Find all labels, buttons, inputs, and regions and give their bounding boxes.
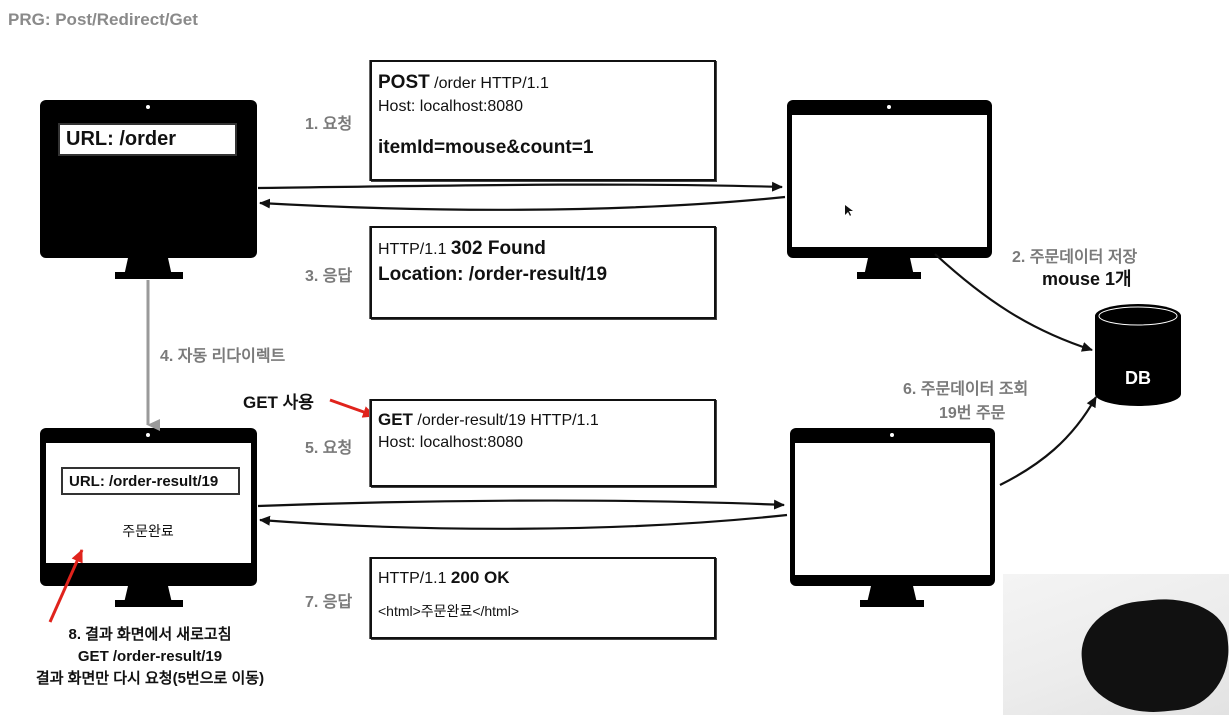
get-request-box: GET /order-result/19 HTTP/1.1 Host: loca… — [370, 399, 716, 487]
post-host: Host: localhost:8080 — [378, 97, 523, 115]
get-request-line: /order-result/19 HTTP/1.1 — [412, 412, 599, 429]
server-monitor-bottom — [790, 428, 995, 607]
redirect-location: Location: /order-result/19 — [378, 263, 608, 285]
request-arrow-top — [257, 181, 783, 192]
step-6-detail: 19번 주문 — [939, 405, 1006, 422]
refresh-note-line2: GET /order-result/19 — [77, 648, 223, 665]
cursor-icon — [845, 205, 853, 216]
database-cylinder — [1095, 304, 1181, 406]
order-complete-text: 주문완료 — [122, 523, 174, 539]
db-label: DB — [1125, 368, 1151, 388]
redirect-status-prefix: HTTP/1.1 — [378, 241, 451, 258]
refresh-note-line1: 8. 결과 화면에서 새로고침 — [68, 626, 232, 643]
refresh-note: 8. 결과 화면에서 새로고침 GET /order-result/19 결과 … — [0, 624, 300, 690]
post-method: POST — [378, 72, 430, 93]
page-title: PRG: Post/Redirect/Get — [8, 10, 198, 29]
url-bar-order-result[interactable]: URL: /order-result/19 — [61, 467, 240, 495]
ok-status-prefix: HTTP/1.1 — [378, 570, 451, 587]
response-arrow-top — [259, 195, 786, 211]
response-arrow-bottom — [259, 513, 788, 530]
lookup-arrow — [999, 396, 1097, 486]
post-request-box: POST /order HTTP/1.1 Host: localhost:808… — [370, 60, 716, 181]
step-2-label: 2. 주문데이터 저장 — [1012, 249, 1138, 266]
post-body: itemId=mouse&count=1 — [378, 137, 594, 159]
refresh-arrow — [48, 549, 84, 623]
step-4-label: 4. 자동 리다이렉트 — [160, 348, 286, 365]
ok-response-box: HTTP/1.1 200 OK <html>주문완료</html> — [370, 557, 716, 639]
client-monitor-bottom — [40, 428, 257, 607]
get-used-note: GET 사용 — [243, 393, 314, 412]
refresh-note-line3: 결과 화면만 다시 요청(5번으로 이동) — [35, 670, 265, 687]
step-7-label: 7. 응답 — [305, 594, 353, 611]
request-arrow-bottom — [257, 499, 785, 510]
url-bar-order[interactable]: URL: /order — [58, 123, 237, 156]
get-used-arrow — [329, 398, 376, 418]
step-5-label: 5. 요청 — [305, 440, 353, 457]
redirect-response-box: HTTP/1.1 302 Found Location: /order-resu… — [370, 226, 716, 319]
step-3-label: 3. 응답 — [305, 268, 353, 285]
ok-status: 200 OK — [450, 568, 510, 587]
step-1-label: 1. 요청 — [305, 116, 353, 133]
step-2-detail: mouse 1개 — [1042, 269, 1132, 289]
ok-body: <html>주문완료</html> — [378, 602, 520, 619]
redirect-status: 302 Found — [450, 238, 546, 259]
server-monitor-top — [787, 100, 992, 279]
get-method: GET — [378, 410, 413, 429]
save-arrow — [934, 253, 1093, 352]
step-6-label: 6. 주문데이터 조회 — [903, 381, 1029, 398]
get-host: Host: localhost:8080 — [378, 433, 523, 451]
post-request-line: /order HTTP/1.1 — [429, 75, 549, 92]
